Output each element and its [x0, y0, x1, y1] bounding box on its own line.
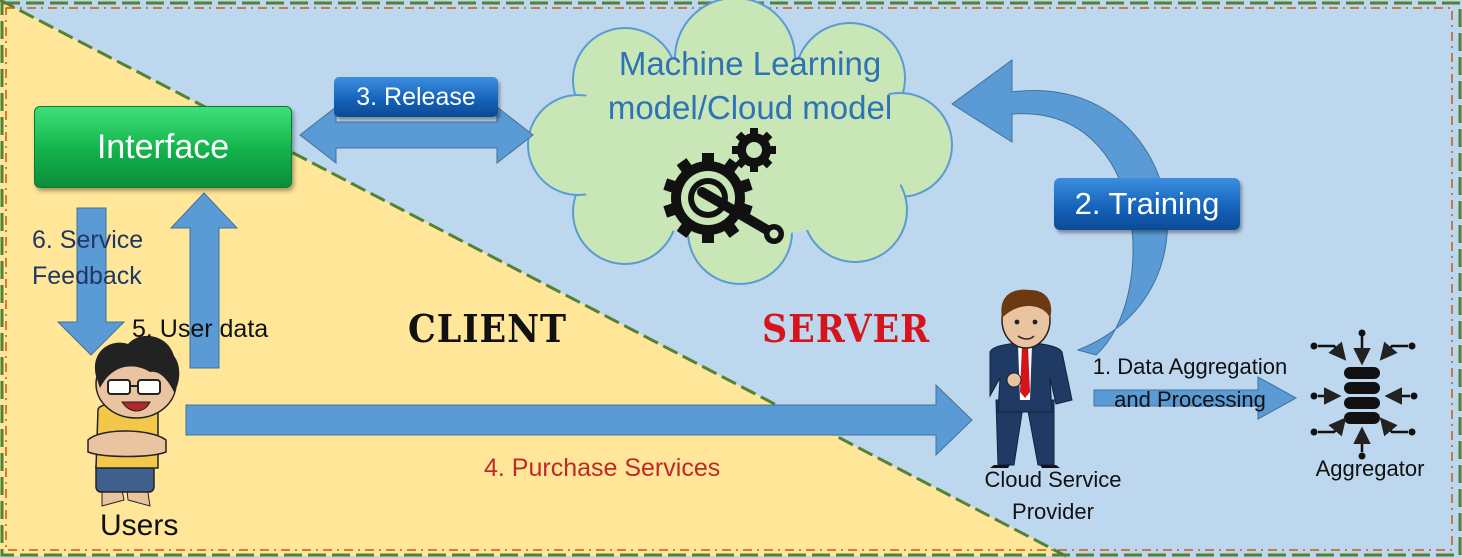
aggregator-label: Aggregator [1315, 456, 1425, 481]
training-badge: 2. Training [1054, 178, 1240, 230]
database-icon [1310, 329, 1418, 460]
gear-wrench-icon [663, 128, 784, 244]
user-data-label: 5. User data [132, 315, 269, 343]
purchase-arrow [185, 383, 973, 457]
service-feedback-label: 6. Service Feedback [32, 222, 164, 295]
purchase-services-label: 4. Purchase Services [484, 454, 721, 482]
user-character-icon [87, 335, 180, 507]
server-label: SERVER [762, 306, 931, 351]
cloud-service-provider-label: Cloud Service Provider [984, 467, 1122, 524]
release-badge: 3. Release [334, 77, 498, 117]
businessman-icon [989, 289, 1073, 468]
release-arrow [299, 105, 534, 165]
users-label: Users [100, 509, 179, 542]
client-label: CLIENT [408, 306, 567, 351]
interface-box: Interface [34, 106, 292, 188]
training-arrow [951, 59, 1168, 356]
client-server-divider [0, 0, 1067, 558]
feedback-arrow [56, 207, 126, 356]
ml-cloud [527, 0, 953, 285]
service-feedback-text: 6. Service Feedback [32, 226, 144, 291]
data-arrow [1093, 376, 1298, 420]
data-aggregation-label: 1. Data Aggregation and Processing [1092, 354, 1288, 413]
ml-model-title: Machine Learning model/Cloud model [607, 45, 893, 126]
user-data-arrow [169, 192, 239, 369]
